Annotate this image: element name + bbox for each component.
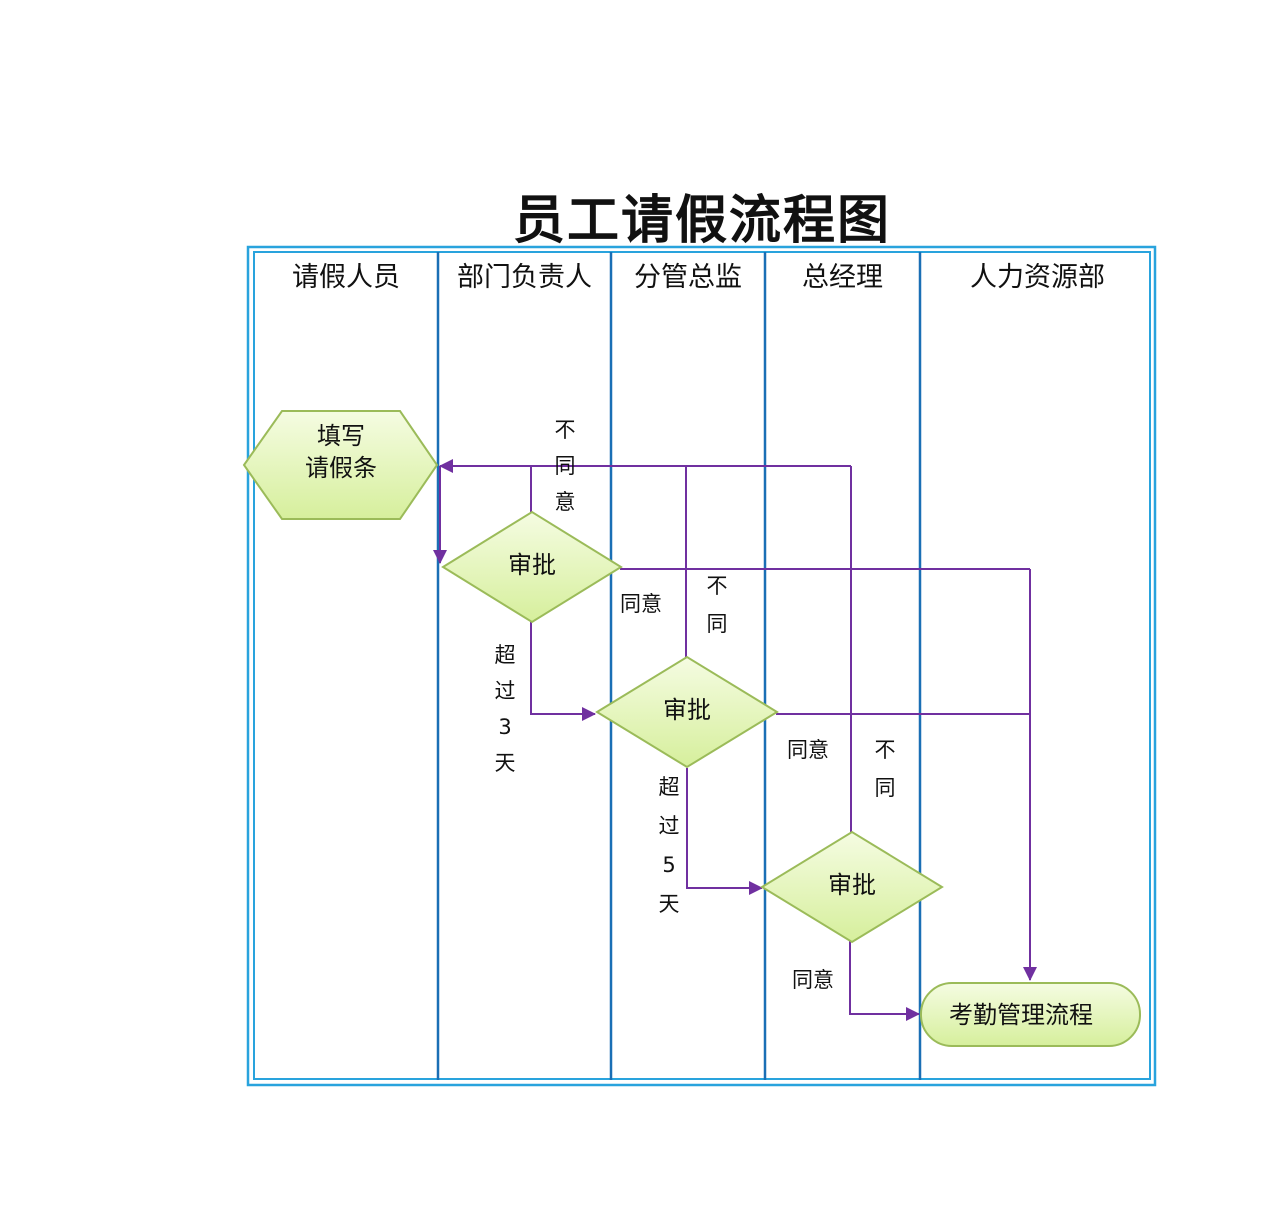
gm-agree-label: 同意 — [792, 968, 834, 992]
gm-decision-diamond — [760, 830, 944, 944]
director-decision-diamond — [595, 655, 779, 769]
director-agree-label: 同意 — [787, 738, 829, 762]
director-over5-char: 5 — [662, 853, 676, 877]
director-reject-label: 不 同 — [704, 567, 730, 643]
lane-header-applicant: 请假人员 — [292, 262, 400, 293]
director-over5-char: 超 — [658, 775, 680, 799]
dept-review-label: 审批 — [508, 551, 556, 579]
gm-review-label: 审批 — [828, 871, 876, 899]
dept-over3-char: 天 — [494, 751, 516, 775]
director-review-label: 审批 — [663, 696, 711, 724]
lane-dividers — [436, 252, 922, 1080]
director-over5-char: 天 — [658, 892, 680, 916]
start-node-label: 填写 请假条 — [282, 420, 400, 484]
lane-header-dept-head: 部门负责人 — [457, 262, 592, 293]
dept-reject-char: 意 — [554, 490, 576, 514]
dept-over3-char: 过 — [494, 679, 516, 703]
start-hexagon — [242, 410, 439, 520]
dept-over3-char: 超 — [494, 643, 516, 667]
director-reject-char: 同 — [706, 612, 728, 636]
director-over5-char: 过 — [658, 814, 680, 838]
dept-agree-label: 同意 — [620, 592, 662, 616]
gm-reject-char: 不 — [874, 738, 896, 762]
end-node-label: 考勤管理流程 — [949, 1001, 1093, 1029]
dept-reject-label: 不 同 意 — [552, 412, 578, 520]
start-node-line2: 请假条 — [305, 454, 377, 482]
lane-header-general-manager: 总经理 — [802, 262, 883, 293]
page-title: 员工请假流程图 — [512, 190, 891, 251]
director-over5-label: 超 过 5 天 — [656, 768, 682, 924]
connectors — [433, 459, 1037, 1021]
gm-reject-label: 不 同 — [872, 731, 898, 807]
shapes — [242, 410, 1141, 1047]
swimlane-frame — [246, 245, 1157, 1087]
gm-reject-char: 同 — [874, 776, 896, 800]
dept-reject-char: 不 — [554, 418, 576, 442]
director-reject-char: 不 — [706, 574, 728, 598]
lane-header-hr: 人力资源部 — [970, 262, 1105, 293]
start-node-line1: 填写 — [317, 422, 365, 450]
lane-header-director: 分管总监 — [634, 262, 742, 293]
dept-reject-char: 同 — [554, 454, 576, 478]
dept-over3-char: 3 — [498, 715, 512, 739]
dept-over3-label: 超 过 3 天 — [492, 637, 518, 781]
dept-decision-diamond — [441, 510, 623, 624]
end-terminator — [920, 982, 1141, 1047]
